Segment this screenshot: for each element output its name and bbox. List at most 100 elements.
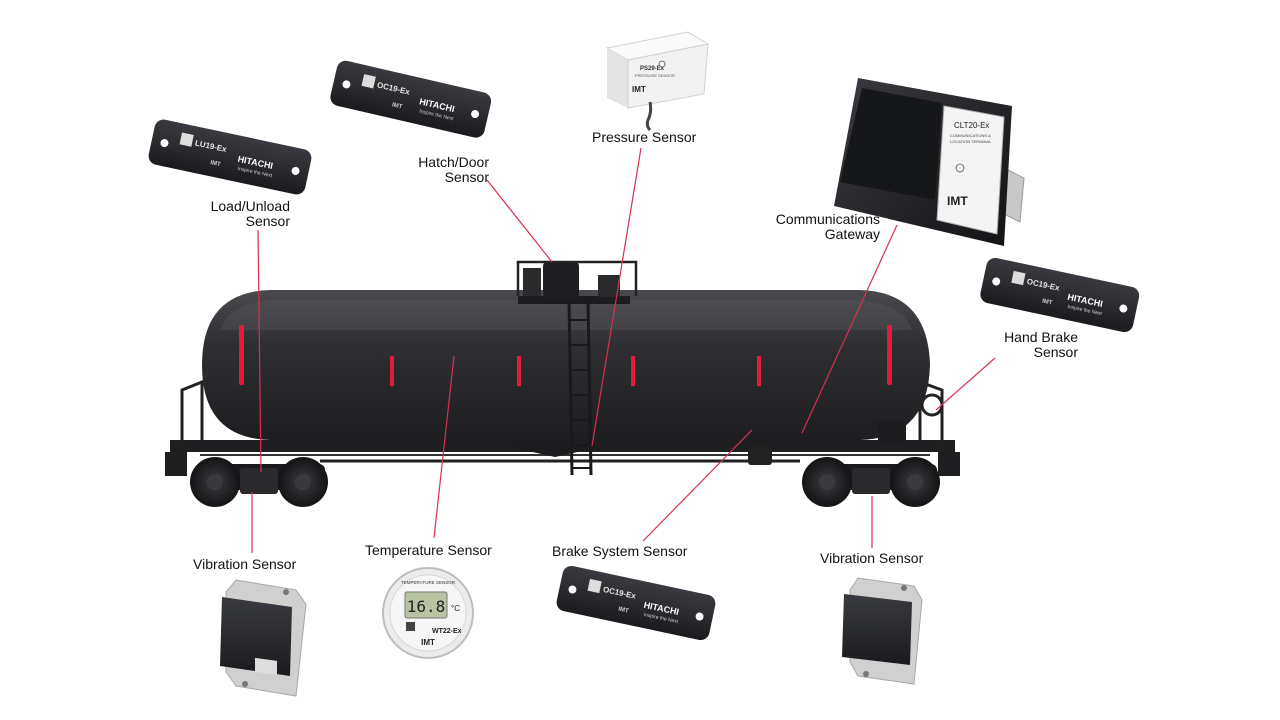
label-line: Pressure Sensor xyxy=(592,129,697,145)
hand-brake-wheel xyxy=(920,393,944,417)
label-hand-brake-sensor: Hand Brake Sensor xyxy=(1004,330,1078,360)
wheel-hub xyxy=(907,474,923,490)
mount-hole xyxy=(568,585,577,594)
device-model-label: PS29-Ex xyxy=(640,66,665,72)
leader-line-brake-system xyxy=(642,429,753,542)
leader-line-hatch-door xyxy=(486,179,553,263)
device-sub-label: PRESSURE SENSOR xyxy=(635,73,675,78)
reflector-stripes xyxy=(239,325,892,386)
tank-car xyxy=(165,260,960,507)
device-sub-label: LOCATION TERMINAL xyxy=(950,139,992,144)
reflector-stripe xyxy=(390,356,394,386)
sensor-housing xyxy=(220,597,292,676)
atex-mark xyxy=(955,163,965,173)
load-unload-sensor-device: LU19-Ex HITACHI Inspire the Next IMT xyxy=(148,119,312,195)
valve-right xyxy=(598,275,620,297)
lcd-reading: 16.8 xyxy=(407,597,446,616)
label-vibration-sensor-left: Vibration Sensor xyxy=(193,557,296,572)
leader-line-temperature xyxy=(433,355,455,539)
reflector-stripe xyxy=(239,325,244,385)
hatch-door-sensor-device: OC19-Ex HITACHI Inspire the Next IMT xyxy=(330,60,492,138)
manway-housing xyxy=(543,262,579,298)
qr-code xyxy=(179,132,194,147)
enclosure-face xyxy=(627,43,709,109)
leader-line-pressure xyxy=(591,147,642,447)
wheel-hub xyxy=(819,474,835,490)
device-body xyxy=(980,257,1140,333)
hand-brake-sensor-device: OC19-Ex HITACHI Inspire the Next IMT xyxy=(980,257,1140,333)
sensor-header: TEMPERATURE SENSOR xyxy=(401,580,456,585)
enclosure-front xyxy=(607,48,628,108)
manway-platform xyxy=(518,296,630,304)
mount-hole xyxy=(160,139,169,148)
device-mark: IMT xyxy=(618,607,630,615)
device-mark: IMT xyxy=(1041,298,1053,306)
end-railing-left xyxy=(180,379,204,445)
sensor-label-sticker xyxy=(255,657,277,675)
label-line: Temperature Sensor xyxy=(365,542,492,558)
wheel-hub xyxy=(295,474,311,490)
device-mark: IMT xyxy=(210,160,222,168)
temperature-sensor-device: TEMPERATURE SENSOR 16.8 °C WT22-Ex IMT xyxy=(382,567,474,659)
valve-left xyxy=(523,268,541,296)
leader-line-gateway xyxy=(801,224,898,434)
lcd-display xyxy=(404,591,448,619)
lcd-unit: °C xyxy=(451,604,460,613)
atex-mark xyxy=(658,60,666,68)
pressure-sensor-device: PS29-Ex PRESSURE SENSOR IMT xyxy=(605,31,710,132)
truck-right xyxy=(802,457,940,507)
mount-hole xyxy=(342,80,351,89)
platform-railing xyxy=(516,260,638,296)
end-platform-right xyxy=(938,452,960,476)
gateway-lid xyxy=(840,88,942,200)
reflector-stripe xyxy=(631,356,635,386)
device-body xyxy=(330,60,492,138)
leader-lines xyxy=(251,147,996,553)
truck-left xyxy=(190,457,328,507)
label-vibration-sensor-right: Vibration Sensor xyxy=(820,551,923,566)
label-line: Communications xyxy=(775,211,880,227)
reflector-stripe xyxy=(887,325,892,385)
gateway-panel xyxy=(936,105,1005,235)
mount-hole xyxy=(291,166,300,175)
wheel-hub xyxy=(207,474,223,490)
manway-assembly xyxy=(516,260,638,304)
ladder xyxy=(567,299,593,476)
label-line: Hatch/Door xyxy=(418,154,489,170)
label-line: Vibration Sensor xyxy=(820,550,924,566)
mount-bolt xyxy=(242,681,248,687)
label-hatch-door-sensor: Hatch/Door Sensor xyxy=(418,155,489,185)
pressure-cable xyxy=(645,101,653,132)
end-railing-right xyxy=(918,379,944,445)
device-mark: IMT xyxy=(421,638,435,647)
device-body xyxy=(148,119,312,195)
device-sub-label: COMMUNICATIONS & xyxy=(950,133,991,138)
device-model-label: CLT20-Ex xyxy=(954,121,989,130)
label-line: Gateway xyxy=(824,226,880,242)
sensor-housing xyxy=(842,594,912,665)
label-brake-system-sensor: Brake System Sensor xyxy=(552,544,687,559)
brake-system-sensor-device: OC19-Ex HITACHI Inspire the Next IMT xyxy=(556,565,716,641)
vibration-sensor-left-device xyxy=(220,579,307,697)
ladder-rail-right xyxy=(586,299,593,476)
device-mark: IMT xyxy=(947,194,968,208)
device-body xyxy=(556,565,716,641)
leader-line-hand-brake xyxy=(935,357,996,411)
label-line: Sensor xyxy=(245,213,290,229)
mount-bolt xyxy=(863,671,869,677)
mount-hole xyxy=(695,612,704,621)
label-load-unload-sensor: Load/Unload Sensor xyxy=(211,199,290,229)
label-communications-gateway: Communications Gateway xyxy=(776,212,880,242)
brake-cylinder xyxy=(748,447,772,465)
communications-gateway-device: CLT20-Ex COMMUNICATIONS & LOCATION TERMI… xyxy=(834,78,1025,246)
mount-bolt xyxy=(283,589,289,595)
bolster xyxy=(852,468,890,494)
device-mark: IMT xyxy=(391,102,403,110)
mount-hole xyxy=(992,277,1001,286)
label-line: Vibration Sensor xyxy=(193,556,297,572)
reflector-stripe xyxy=(757,356,761,386)
qr-code xyxy=(406,622,415,631)
vibration-sensor-right-device xyxy=(842,577,923,685)
